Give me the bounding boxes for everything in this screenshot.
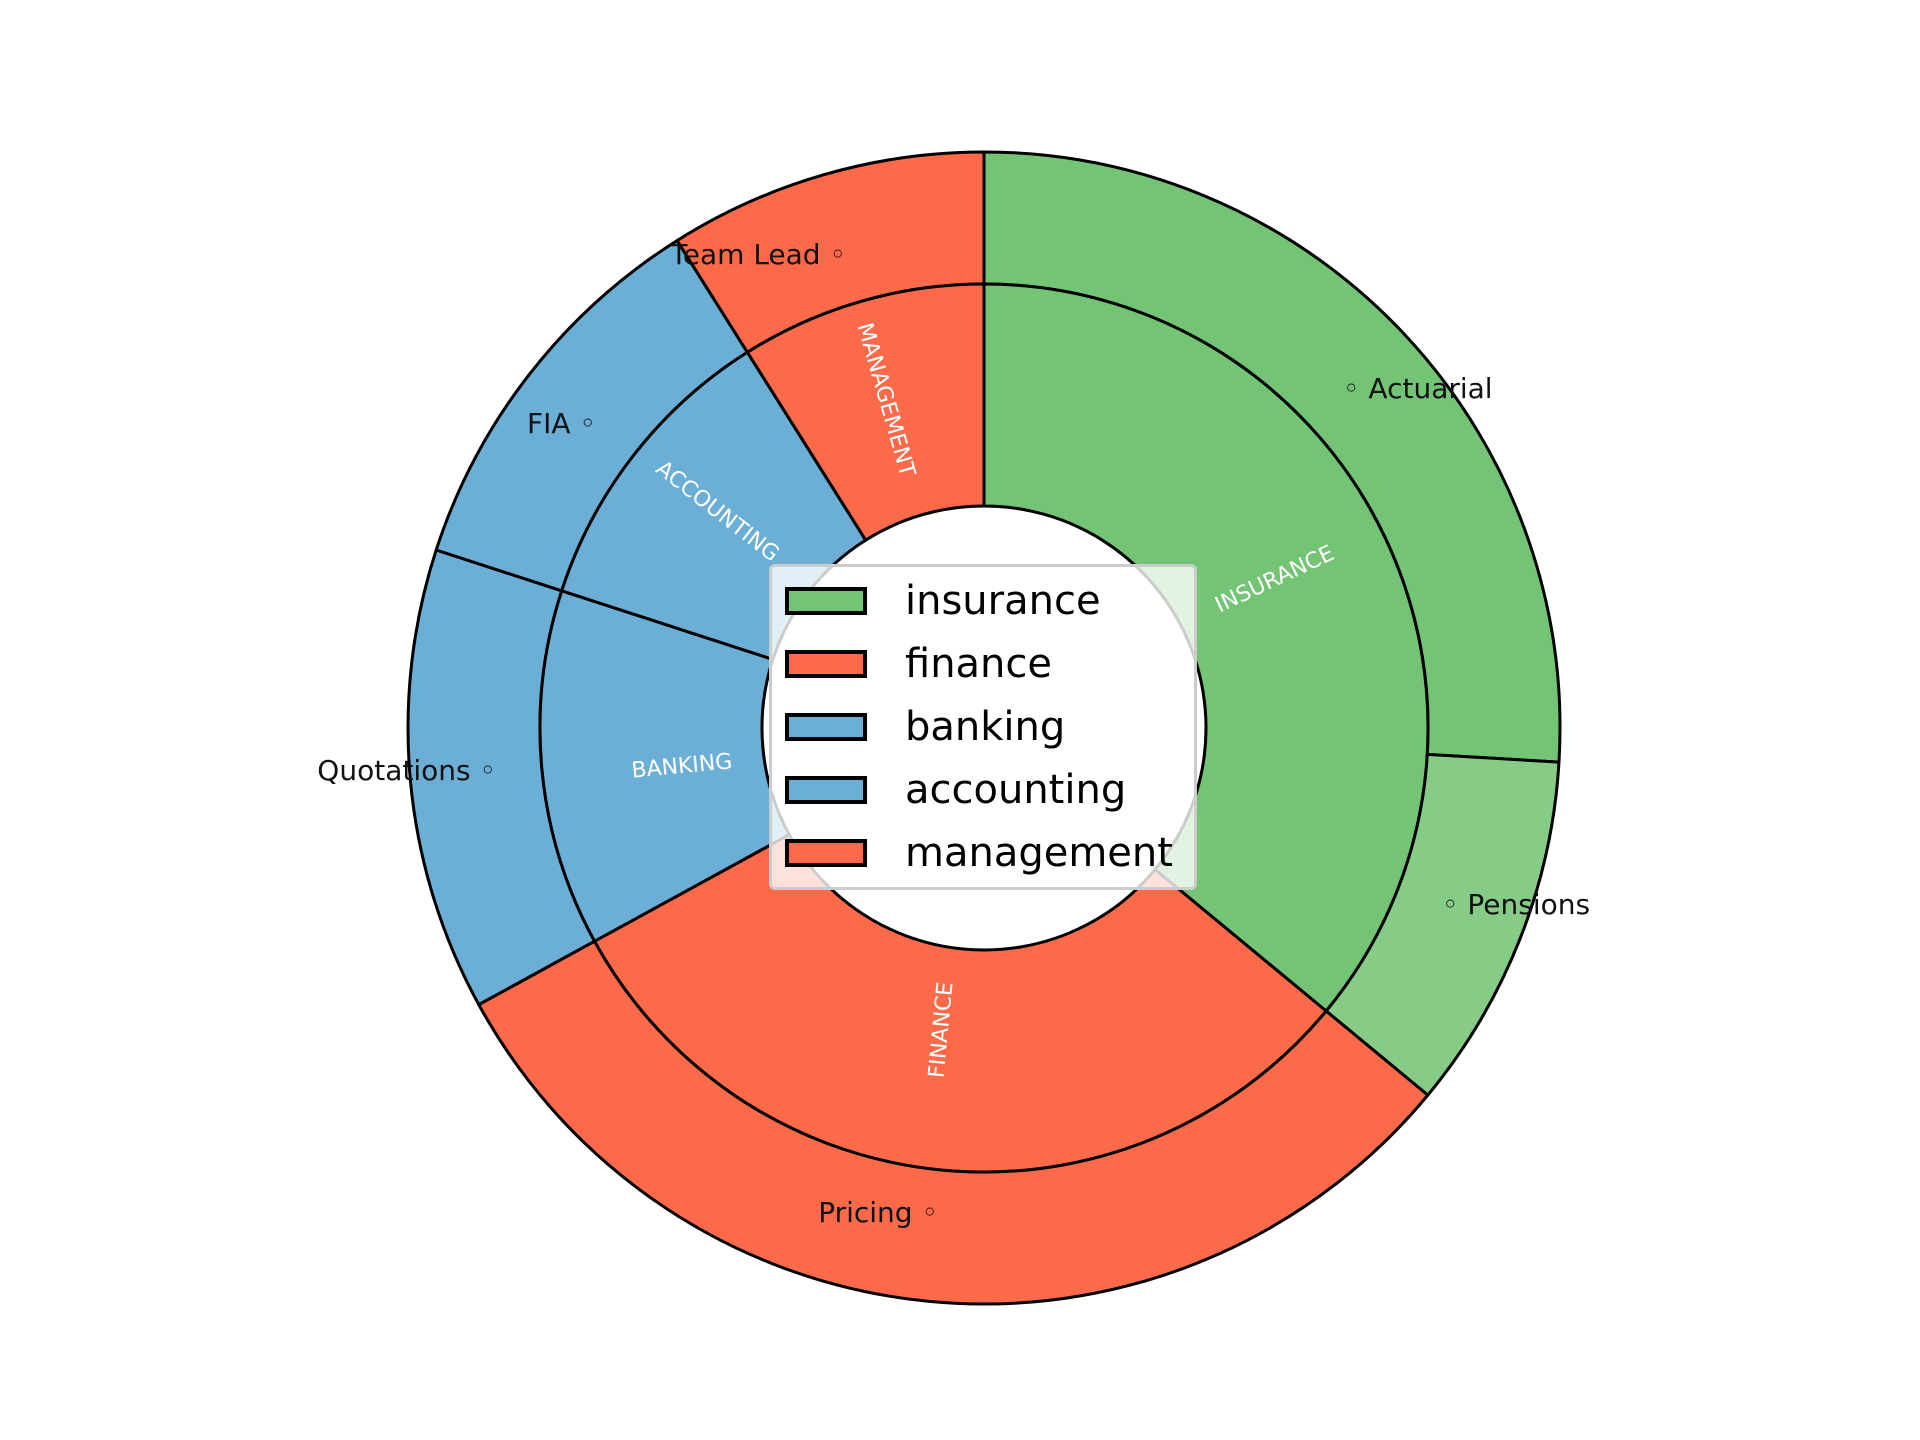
circle-marker-icon: ◦ [479,754,496,787]
outer-label-team-lead: Team Lead ◦ [670,241,846,269]
legend-swatch [785,776,867,804]
label-text: Pricing [818,1196,913,1229]
outer-label-pensions: ◦ Pensions [1442,891,1590,919]
label-text: FIA [527,407,571,440]
outer-label-pricing: Pricing ◦ [818,1199,938,1227]
legend-label: management [905,830,1173,876]
label-text: Quotations [317,754,471,787]
circle-marker-icon: ◦ [1442,888,1459,921]
legend-swatch [785,587,867,615]
outer-label-actuarial: ◦ Actuarial [1343,375,1493,403]
legend-swatch [785,839,867,867]
inner-ring [538,282,1430,1174]
label-text: Actuarial [1368,372,1493,405]
circle-marker-icon: ◦ [921,1196,938,1229]
wedge-banking [538,589,791,943]
circle-marker-icon: ◦ [1343,372,1360,405]
legend-label: insurance [905,578,1101,624]
legend-label: accounting [905,767,1127,813]
legend-label: finance [905,641,1053,687]
circle-marker-icon: ◦ [579,407,596,440]
outer-label-quotations: Quotations ◦ [317,757,496,785]
wedge-management [745,282,986,542]
wedge-finance [593,833,1328,1174]
legend-label: banking [905,704,1066,750]
legend-swatch [785,713,867,741]
label-text: Pensions [1467,888,1591,921]
legend: insurance finance banking accounting man… [769,564,1197,890]
label-text: Team Lead [670,238,821,271]
circle-marker-icon: ◦ [829,238,846,271]
legend-swatch [785,650,867,678]
outer-label-fia: FIA ◦ [527,410,596,438]
